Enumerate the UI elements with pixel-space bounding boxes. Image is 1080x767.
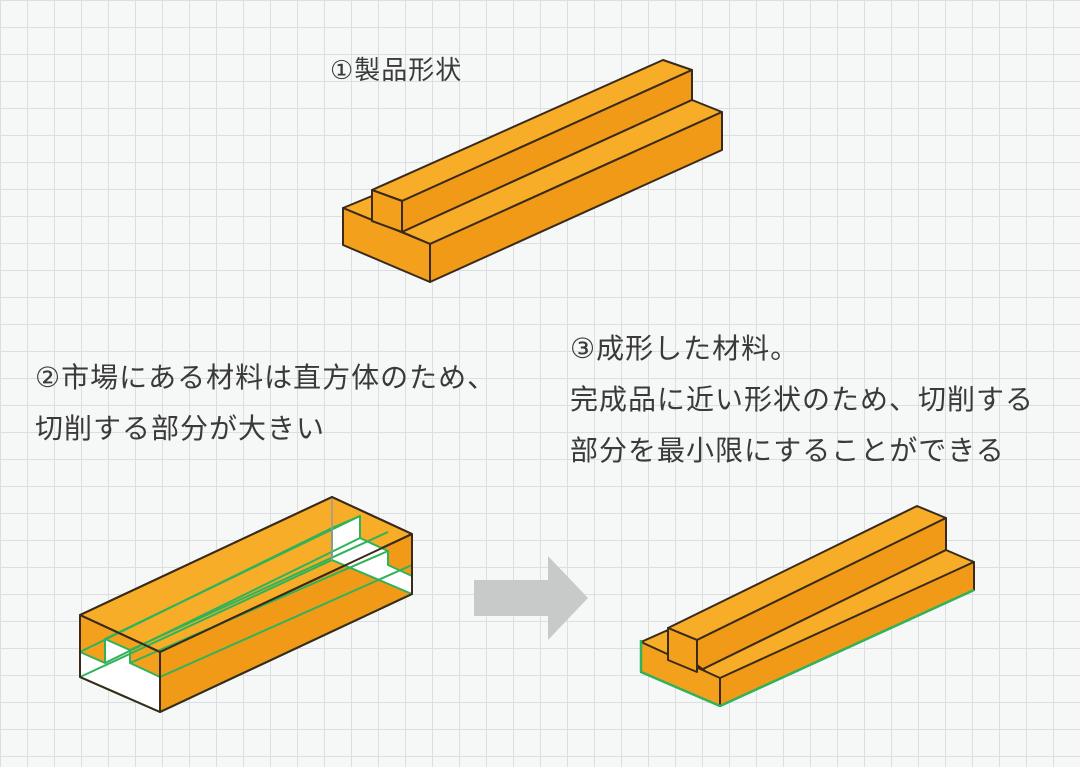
formed-material-line-1: ③成形した材料。 <box>570 332 800 365</box>
product-shape-label: ①製品形状 <box>330 56 463 86</box>
market-material-line-2: 切削する部分が大きい <box>35 412 326 445</box>
product-shape <box>342 59 723 283</box>
formed-material-label: ③成形した材料。 完成品に近い形状のため、切削する 部分を最小限にすることができ… <box>570 323 1034 476</box>
formed-material-line-2: 完成品に近い形状のため、切削する <box>570 383 1035 416</box>
market-material-label: ②市場にある材料は直方体のため、 切削する部分が大きい <box>35 352 496 454</box>
arrow-right-icon <box>474 556 588 640</box>
market-material-block <box>79 496 413 713</box>
market-material-line-1: ②市場にある材料は直方体のため、 <box>35 361 497 394</box>
formed-material-line-3: 部分を最小限にすることができる <box>570 434 1005 467</box>
formed-material-shape <box>639 505 975 708</box>
